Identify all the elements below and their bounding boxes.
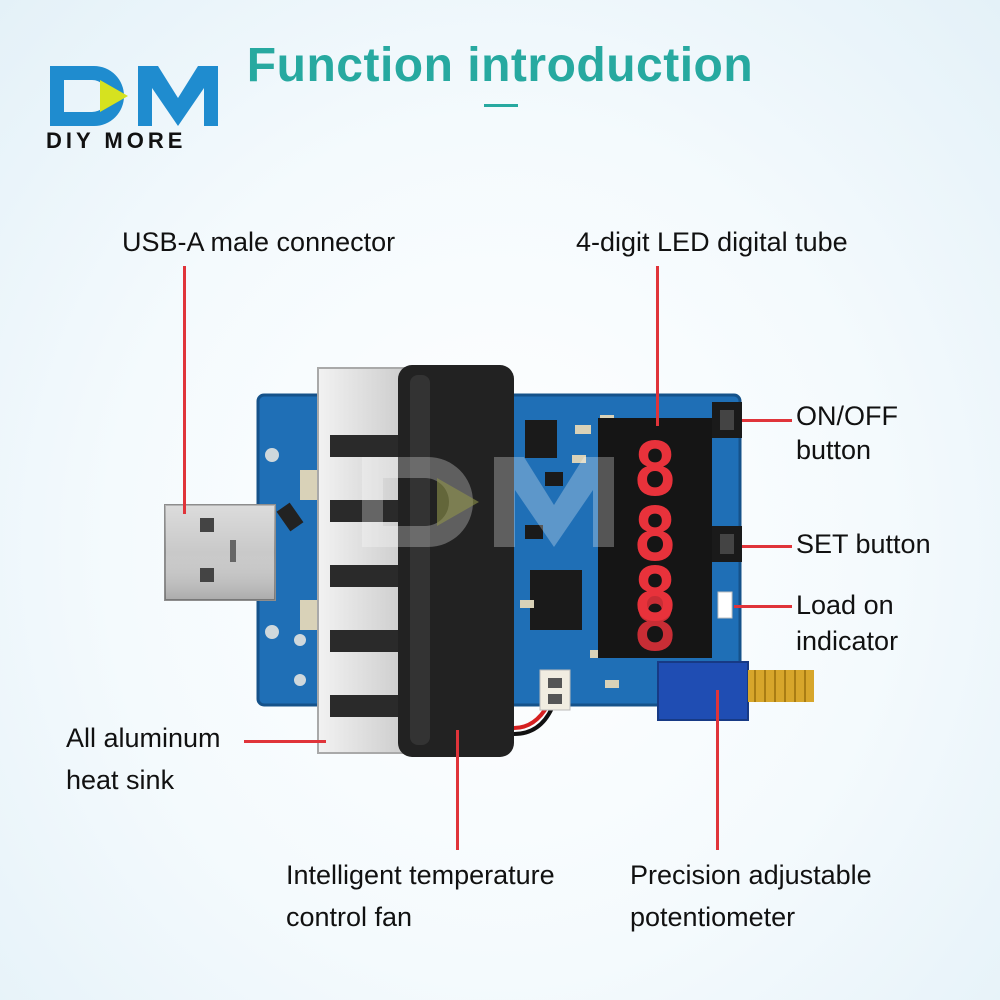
pot-pointer-line xyxy=(716,690,719,850)
led-display: 8 8 8 8 8 xyxy=(598,418,712,668)
label-heat-sink-line2: heat sink xyxy=(66,765,175,795)
temperature-control-fan xyxy=(398,365,514,757)
label-potentiometer-line1: Precision adjustable xyxy=(630,860,872,890)
set-button xyxy=(712,526,742,562)
potentiometer xyxy=(657,661,814,721)
set-pointer-line xyxy=(742,545,792,548)
label-onoff-button-line2: button xyxy=(796,435,872,465)
label-onoff-button-line1: ON/OFF xyxy=(796,401,898,431)
label-fan-line2: control fan xyxy=(286,902,413,932)
title-underline xyxy=(484,104,518,107)
usb-connector xyxy=(164,504,276,601)
label-set-button: SET button xyxy=(796,529,931,559)
label-heat-sink-line1: All aluminum xyxy=(66,723,221,753)
load-indicator-led xyxy=(717,591,733,619)
page-title: Function introduction xyxy=(246,39,754,92)
label-fan-line1: Intelligent temperature xyxy=(286,860,555,890)
label-load-indicator-line2: indicator xyxy=(796,626,899,656)
load-pointer-line xyxy=(734,605,792,608)
brand-name: DIY MORE xyxy=(46,128,187,153)
label-led-tube: 4-digit LED digital tube xyxy=(576,227,848,257)
svg-text:8: 8 xyxy=(633,427,678,513)
label-load-indicator-line1: Load on xyxy=(796,590,894,620)
fan-pointer-line xyxy=(456,730,459,850)
led-pointer-line xyxy=(656,266,659,426)
fan-connector xyxy=(513,669,571,736)
svg-text:8: 8 xyxy=(633,582,678,668)
heatsink-pointer-line xyxy=(244,740,326,743)
label-potentiometer-line2: potentiometer xyxy=(630,902,796,932)
label-usb-connector: USB-A male connector xyxy=(122,227,396,257)
diy-more-logo xyxy=(50,66,218,126)
svg-text:8: 8 xyxy=(633,492,678,578)
onoff-pointer-line xyxy=(742,419,792,422)
usb-pointer-line xyxy=(183,266,186,514)
svg-text:8: 8 xyxy=(633,552,678,638)
watermark-logo xyxy=(362,457,614,547)
on-off-button xyxy=(712,402,742,438)
